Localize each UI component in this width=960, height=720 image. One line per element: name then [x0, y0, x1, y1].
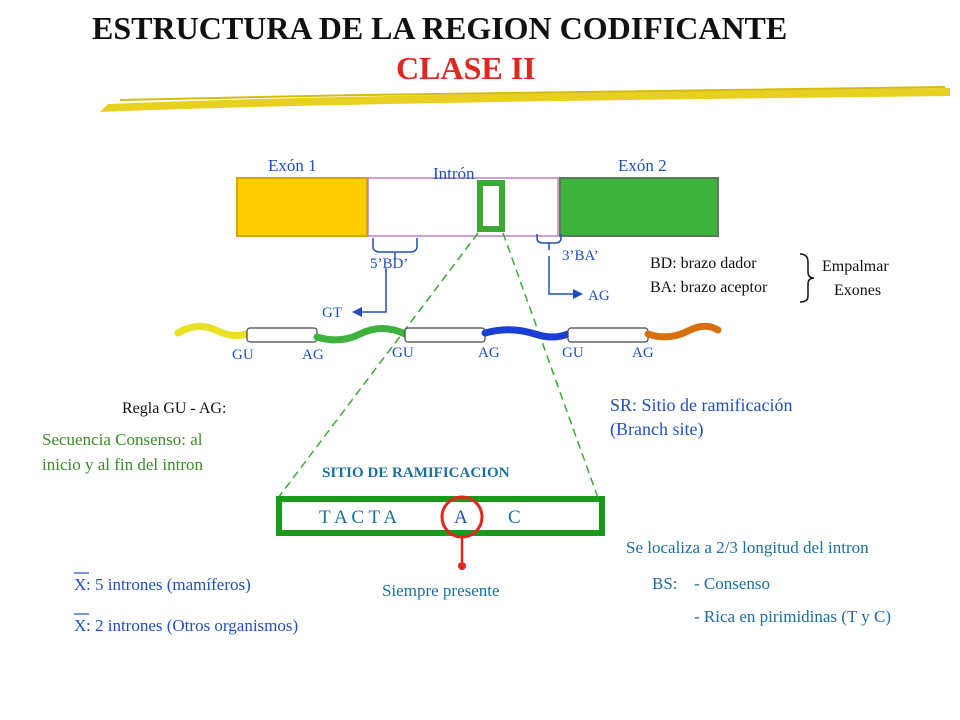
- branch-site-heading: SITIO DE RAMIFICACION: [322, 465, 510, 481]
- gt-arrow-head: [352, 307, 362, 317]
- sequence-prefix: T A C T A: [319, 507, 398, 528]
- junction-3-ag: AG: [632, 345, 654, 361]
- mrna-segment-green: [313, 325, 409, 344]
- always-present-label: Siempre presente: [382, 581, 500, 600]
- bs-item-2: - Rica en pirimidinas (T y C): [694, 607, 892, 626]
- exon-2-label: Exón 2: [618, 156, 667, 175]
- intron-label: Intrón: [433, 164, 475, 183]
- sequence-branch-base: A: [454, 507, 468, 528]
- stat-others-x: X: [74, 616, 87, 635]
- title-underline: [100, 88, 950, 112]
- page-subtitle: CLASE II: [396, 50, 536, 86]
- gt-arrow: [360, 268, 387, 313]
- legend-bracket: [799, 253, 815, 303]
- sequence-box: [276, 496, 605, 536]
- stat-mammals-x: X: [74, 575, 87, 594]
- junction-2-gu: GU: [392, 345, 414, 361]
- junction-2-ag: AG: [478, 345, 500, 361]
- sr-line-1: SR: Sitio de ramificación: [610, 395, 793, 415]
- junction-box-3: [567, 327, 649, 343]
- intron-block: [367, 177, 559, 237]
- branch-site-marker: [477, 180, 505, 232]
- mrna-segment-orange: [644, 322, 722, 341]
- gt-label: GT: [322, 305, 342, 321]
- bs-item-1: - Consenso: [694, 574, 771, 593]
- ag-label: AG: [588, 288, 610, 304]
- donor-label: 5’BD’: [370, 256, 409, 272]
- page-title: ESTRUCTURA DE LA REGION CODIFICANTE: [92, 10, 788, 46]
- zoom-line-left: [277, 232, 479, 499]
- title-underline-streak: [119, 86, 946, 101]
- junction-3-gu: GU: [562, 345, 584, 361]
- junction-1-gu: GU: [232, 347, 254, 363]
- branch-point-dot: [458, 562, 466, 570]
- regla-gu-ag: Regla GU - AG:: [122, 400, 227, 417]
- junction-1-ag: AG: [302, 347, 324, 363]
- stat-mammals: : 5 intrones (mamíferos): [86, 575, 251, 594]
- consenso-line-1: Secuencia Consenso: al: [42, 430, 203, 449]
- acceptor-label: 3’BA’: [562, 248, 599, 264]
- legend-bd: BD: brazo dador: [650, 255, 757, 272]
- consenso-line-2: inicio y al fin del intron: [42, 455, 203, 474]
- donor-brace: [372, 238, 418, 260]
- exon-1-label: Exón 1: [268, 156, 317, 175]
- localiza-text: Se localiza a 2/3 longitud del intron: [626, 538, 869, 557]
- legend-ba: BA: brazo aceptor: [650, 279, 768, 296]
- junction-box-1: [246, 327, 318, 343]
- ag-arrow-head: [573, 289, 583, 299]
- sequence-suffix: C: [508, 507, 521, 528]
- bs-label: BS:: [652, 574, 678, 593]
- mrna-segment-blue: [481, 326, 572, 341]
- exon-2-block: [559, 177, 719, 237]
- acceptor-brace: [536, 234, 562, 250]
- mrna-segment-yellow: [174, 323, 251, 339]
- exon-1-block: [236, 177, 368, 237]
- legend-empalmar: Empalmar: [822, 258, 889, 275]
- sr-line-2: (Branch site): [610, 419, 704, 439]
- stat-others: : 2 intrones (Otros organismos): [86, 616, 299, 635]
- legend-exones: Exones: [834, 282, 882, 299]
- junction-box-2: [404, 327, 486, 343]
- zoom-line-right: [502, 232, 599, 499]
- ag-arrow: [548, 256, 575, 295]
